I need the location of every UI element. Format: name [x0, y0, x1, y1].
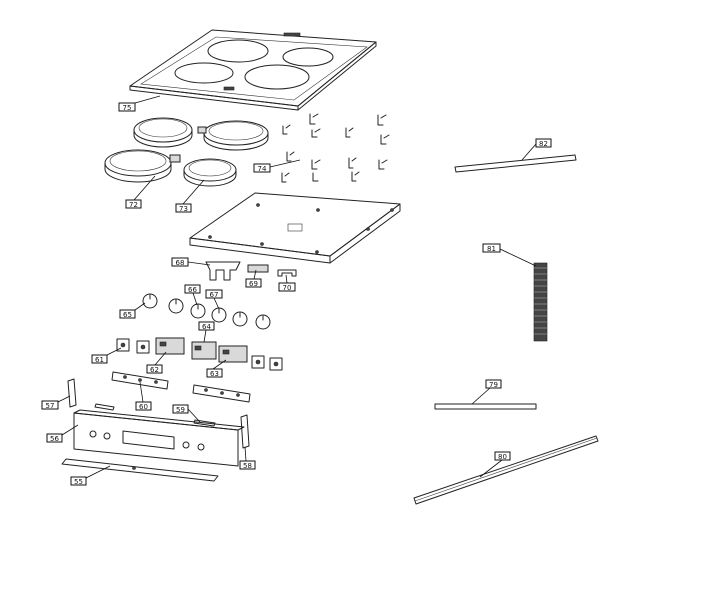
callout-c69: 69 — [245, 278, 262, 288]
cooktop-glass-part — [129, 29, 377, 111]
callout-c55: 55 — [70, 476, 87, 486]
callout-label: 57 — [46, 402, 55, 410]
callout-label: 74 — [258, 165, 267, 173]
control-panel-rails — [111, 371, 251, 403]
callout-label: 65 — [123, 311, 132, 319]
callout-label: 58 — [243, 462, 252, 470]
callout-c56: 56 — [46, 433, 63, 443]
callout-c60: 60 — [135, 401, 152, 411]
callout-label: 60 — [139, 403, 148, 411]
callout-c82: 82 — [535, 138, 552, 148]
callout-label: 67 — [210, 291, 219, 299]
side-brackets — [67, 378, 250, 449]
callout-label: 81 — [487, 245, 496, 253]
callout-label: 56 — [50, 435, 59, 443]
callout-c58: 58 — [239, 460, 256, 470]
callout-label: 79 — [489, 381, 498, 389]
flat-strip-part — [434, 403, 537, 410]
callout-c81: 81 — [482, 243, 501, 253]
callout-c67: 67 — [205, 289, 223, 299]
callout-label: 69 — [249, 280, 258, 288]
control-knobs — [142, 293, 271, 330]
callout-label: 55 — [74, 478, 83, 486]
callout-label: 66 — [188, 286, 197, 294]
callout-c59: 59 — [172, 404, 189, 414]
leader-lines — [57, 95, 537, 479]
callout-c80: 80 — [494, 451, 511, 461]
callout-c66: 66 — [184, 284, 201, 294]
callout-label: 59 — [176, 406, 185, 414]
callout-label: 80 — [498, 453, 507, 461]
energy-regulators — [116, 337, 283, 371]
callout-label: 63 — [210, 370, 219, 378]
callout-label: 75 — [123, 104, 132, 112]
callout-label: 62 — [150, 366, 159, 374]
insulation-coil-part — [533, 262, 548, 342]
callout-c64: 64 — [198, 321, 215, 331]
callout-label: 72 — [129, 201, 138, 209]
callout-c75: 75 — [118, 102, 136, 112]
callout-c79: 79 — [485, 379, 502, 389]
lower-trim-strip — [61, 458, 219, 482]
callout-c61: 61 — [91, 354, 108, 364]
control-panel-front — [73, 409, 245, 467]
long-rail-part — [413, 435, 599, 505]
retaining-clips — [281, 113, 390, 183]
callout-label: 61 — [95, 356, 104, 364]
callout-c72: 72 — [125, 199, 142, 209]
callout-label: 73 — [179, 205, 188, 213]
callout-c73: 73 — [175, 203, 192, 213]
callout-c62: 62 — [146, 364, 163, 374]
callout-label: 70 — [283, 284, 292, 292]
callout-c63: 63 — [206, 368, 223, 378]
callout-c57: 57 — [41, 400, 59, 410]
callout-label: 68 — [176, 259, 185, 267]
callout-c68: 68 — [171, 257, 189, 267]
callout-c65: 65 — [119, 309, 136, 319]
callout-label: 64 — [202, 323, 211, 331]
mounting-brackets — [205, 261, 297, 281]
callout-c70: 70 — [278, 282, 296, 292]
callout-c74: 74 — [253, 163, 271, 173]
rear-rail-part — [454, 154, 577, 173]
callout-label: 82 — [539, 140, 548, 148]
radiant-heater-elements — [104, 117, 269, 187]
cooktop-base-tray — [189, 192, 401, 264]
